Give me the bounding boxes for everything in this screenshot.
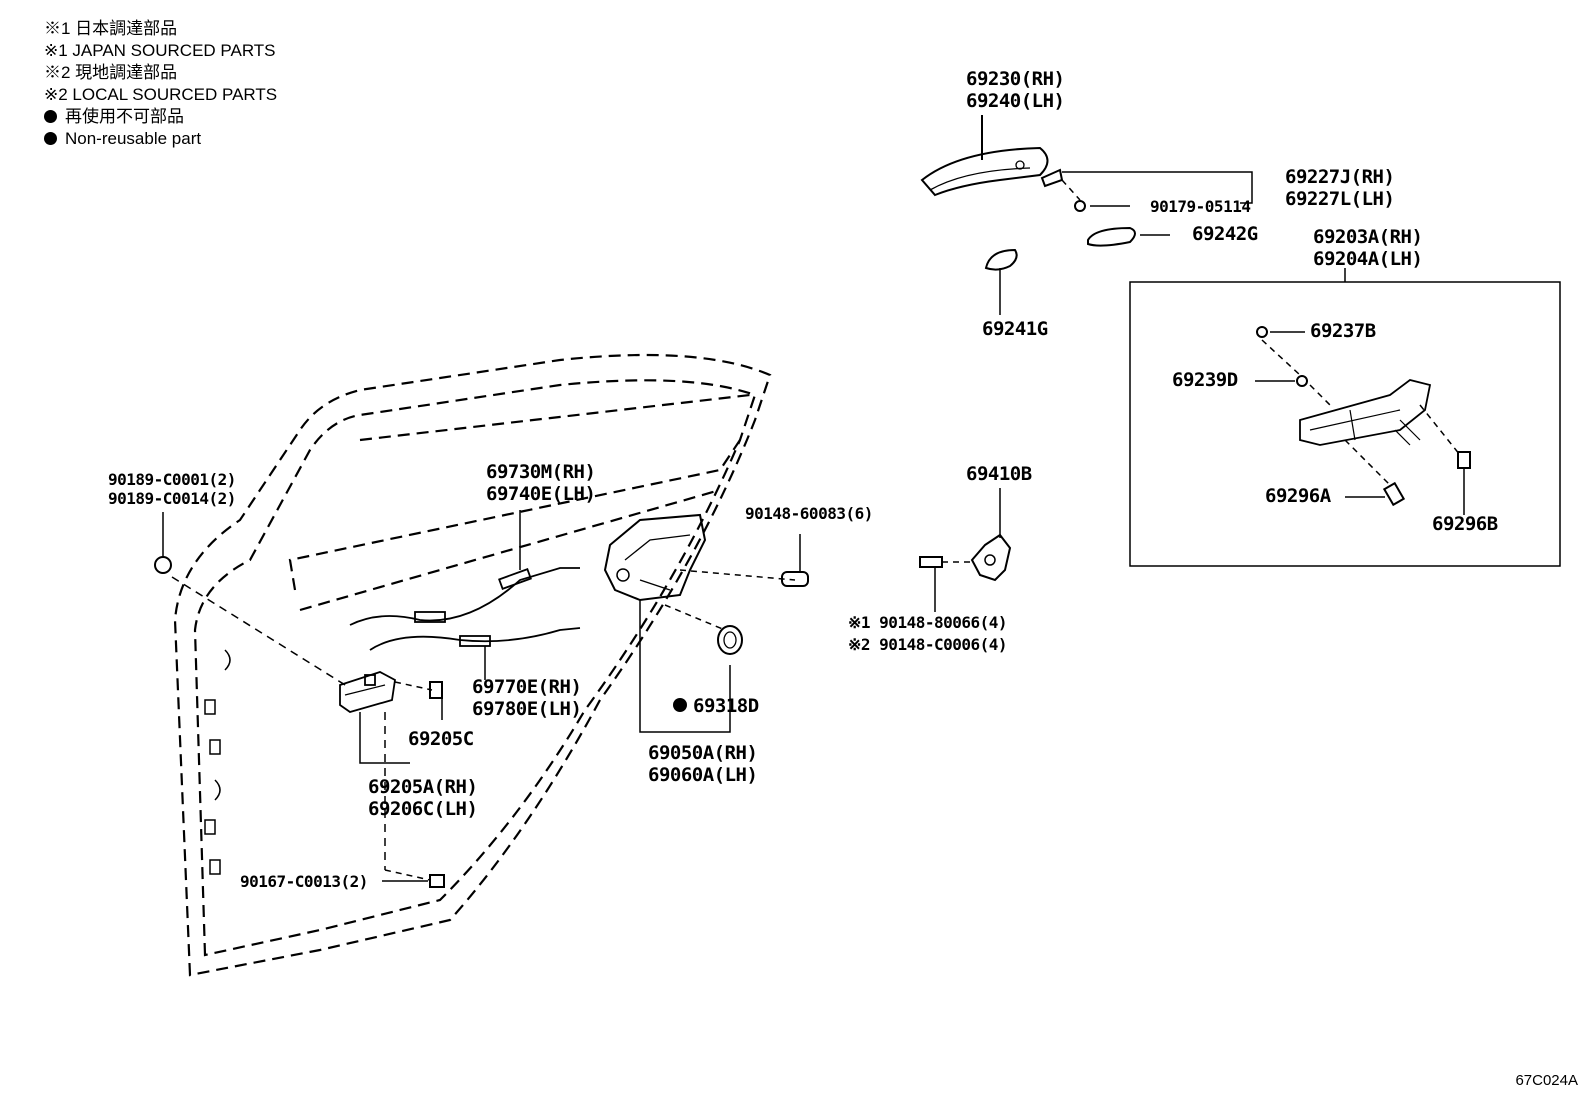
label-69240: 69240(LH) (966, 90, 1065, 112)
label-69730m: 69730M(RH) (486, 461, 596, 483)
bracket-69205a (359, 712, 410, 764)
label-90167: 90167-C0013(2) (240, 872, 368, 891)
screw-69296a-icon (1382, 481, 1406, 507)
screw-90179-icon (1074, 200, 1086, 212)
label-69770e: 69770E(RH) (472, 676, 582, 698)
label-90179: 90179-05114 (1150, 197, 1251, 216)
inside-handle-icon (603, 513, 707, 602)
legend-nonreusable-jp: 再使用不可部品 (65, 107, 184, 126)
cable-69730m-icon (349, 567, 580, 626)
door-outline (173, 353, 772, 977)
clip-90189-icon (154, 556, 172, 574)
label-69205a: 69205A(RH) (368, 776, 478, 798)
label-69203a: 69203A(RH) (1313, 226, 1423, 248)
label-69780e: 69780E(LH) (472, 698, 582, 720)
label-69237b: 69237B (1310, 320, 1376, 342)
pad-69242g-icon (1087, 226, 1136, 247)
nut-69239d-icon (1296, 375, 1308, 387)
legend-nonreusable-jp-row: 再使用不可部品 (44, 106, 277, 128)
label-69296a: 69296A (1265, 485, 1331, 507)
handle-cover-icon (1040, 168, 1064, 188)
legend-nonreusable-en: Non-reusable part (65, 129, 202, 148)
grommet-69318d-icon (717, 625, 743, 655)
label-90189-c0001: 90189-C0001(2) (108, 470, 236, 489)
nonreusable-dot-icon (44, 110, 57, 123)
bracket-69227 (1062, 171, 1253, 204)
illustration-code: 67C024A (1515, 1072, 1578, 1089)
label-69230: 69230(RH) (966, 68, 1065, 90)
cable-69770e-icon (369, 627, 581, 651)
legend-japan-en: ※1 JAPAN SOURCED PARTS (44, 41, 276, 60)
striker-icon (970, 533, 1012, 582)
label-69227l: 69227L(LH) (1285, 188, 1395, 210)
door-lock-icon (339, 671, 396, 713)
outside-handle-icon (920, 146, 1049, 197)
label-90148-c0006: ※2 90148-C0006(4) (848, 635, 1008, 654)
label-69050a: 69050A(RH) (648, 742, 758, 764)
lock-cylinder-icon (1299, 379, 1432, 446)
label-69205c: 69205C (408, 728, 474, 750)
screw-90148-60083-icon (781, 571, 809, 587)
pad-69241g-icon (984, 248, 1018, 271)
legend-japan-jp: ※1 日本調達部品 (44, 19, 178, 38)
label-90148-80066: ※1 90148-80066(4) (848, 613, 1008, 632)
legend-nonreusable-en-row: Non-reusable part (44, 128, 277, 150)
label-69204a: 69204A(LH) (1313, 248, 1423, 270)
nonreusable-dot-icon (44, 132, 57, 145)
label-69296b: 69296B (1432, 513, 1498, 535)
bracket-69050 (639, 600, 731, 733)
label-69318d: 69318D (693, 695, 759, 717)
screw-90167-icon (429, 874, 445, 888)
label-69410b: 69410B (966, 463, 1032, 485)
label-90189-c0014: 90189-C0014(2) (108, 489, 236, 508)
label-69242g: 69242G (1192, 223, 1258, 245)
screw-69205c-icon (429, 681, 443, 699)
screw-90148-80066-icon (919, 556, 943, 568)
legend-local-en: ※2 LOCAL SOURCED PARTS (44, 85, 278, 104)
nonreusable-marker-icon (673, 698, 687, 712)
label-69241g: 69241G (982, 318, 1048, 340)
label-69227j: 69227J(RH) (1285, 166, 1395, 188)
door-details (204, 649, 231, 875)
label-90148-60083: 90148-60083(6) (745, 504, 873, 523)
label-69239d: 69239D (1172, 369, 1238, 391)
label-69206c: 69206C(LH) (368, 798, 478, 820)
legend: ※1 日本調達部品 ※1 JAPAN SOURCED PARTS ※2 現地調達… (44, 18, 277, 150)
legend-local-jp: ※2 現地調達部品 (44, 63, 178, 82)
clip-69237b-icon (1256, 326, 1268, 338)
label-69740e: 69740E(LH) (486, 483, 596, 505)
label-69060a: 69060A(LH) (648, 764, 758, 786)
screw-69296b-icon (1457, 451, 1471, 469)
